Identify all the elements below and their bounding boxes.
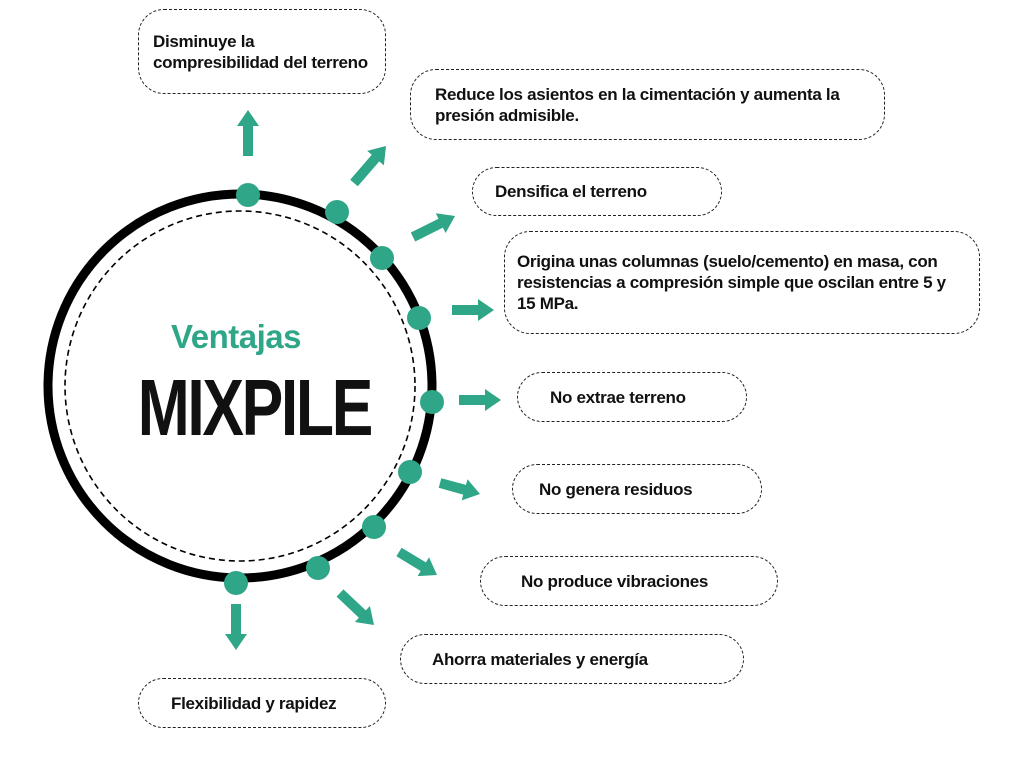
arrow-icon (350, 146, 386, 187)
advantage-text: No genera residuos (539, 479, 693, 499)
advantage-box: Reduce los asientos en la cimentación y … (410, 69, 885, 140)
advantage-box: Flexibilidad y rapidez (138, 678, 386, 728)
arrow-icon (410, 213, 455, 242)
advantage-box: Densifica el terreno (472, 167, 722, 216)
advantage-text: Reduce los asientos en la cimentación y … (435, 84, 840, 125)
advantage-text: Flexibilidad y rapidez (171, 693, 337, 713)
arrow-icon (396, 547, 437, 577)
connector-dot (420, 390, 444, 414)
advantage-text: Densifica el terreno (495, 182, 647, 201)
advantage-text: No produce vibraciones (521, 571, 709, 591)
inner-dashed-ring (64, 210, 416, 562)
connector-dot (398, 460, 422, 484)
connector-dot (224, 571, 248, 595)
advantage-text: Disminuye la compresibilidad del terreno (153, 31, 368, 72)
advantage-text: No extrae terreno (550, 387, 686, 407)
advantage-box: No genera residuos (512, 464, 762, 514)
connectors (224, 110, 501, 650)
connector-dot (370, 246, 394, 270)
connector-dot (407, 306, 431, 330)
center-title: MIXPILE (137, 363, 374, 452)
advantage-box: Disminuye la compresibilidad del terreno (138, 9, 386, 94)
advantage-text: Ahorra materiales y energía (432, 649, 648, 669)
arrow-icon (452, 299, 494, 321)
advantage-box: No extrae terreno (517, 372, 747, 422)
arrow-icon (459, 389, 501, 411)
arrow-icon (237, 110, 259, 156)
connector-dot (362, 515, 386, 539)
connector-dot (236, 183, 260, 207)
advantage-box: Ahorra materiales y energía (400, 634, 744, 684)
advantage-text: Origina unas columnas (suelo/cemento) en… (517, 252, 946, 313)
arrow-icon (336, 589, 374, 625)
arrow-icon (225, 604, 247, 650)
advantage-box: Origina unas columnas (suelo/cemento) en… (504, 231, 980, 334)
connector-dot (325, 200, 349, 224)
center-subtitle: Ventajas (171, 318, 301, 355)
arrow-icon (438, 478, 480, 501)
advantage-box: No produce vibraciones (480, 556, 778, 606)
connector-dot (306, 556, 330, 580)
